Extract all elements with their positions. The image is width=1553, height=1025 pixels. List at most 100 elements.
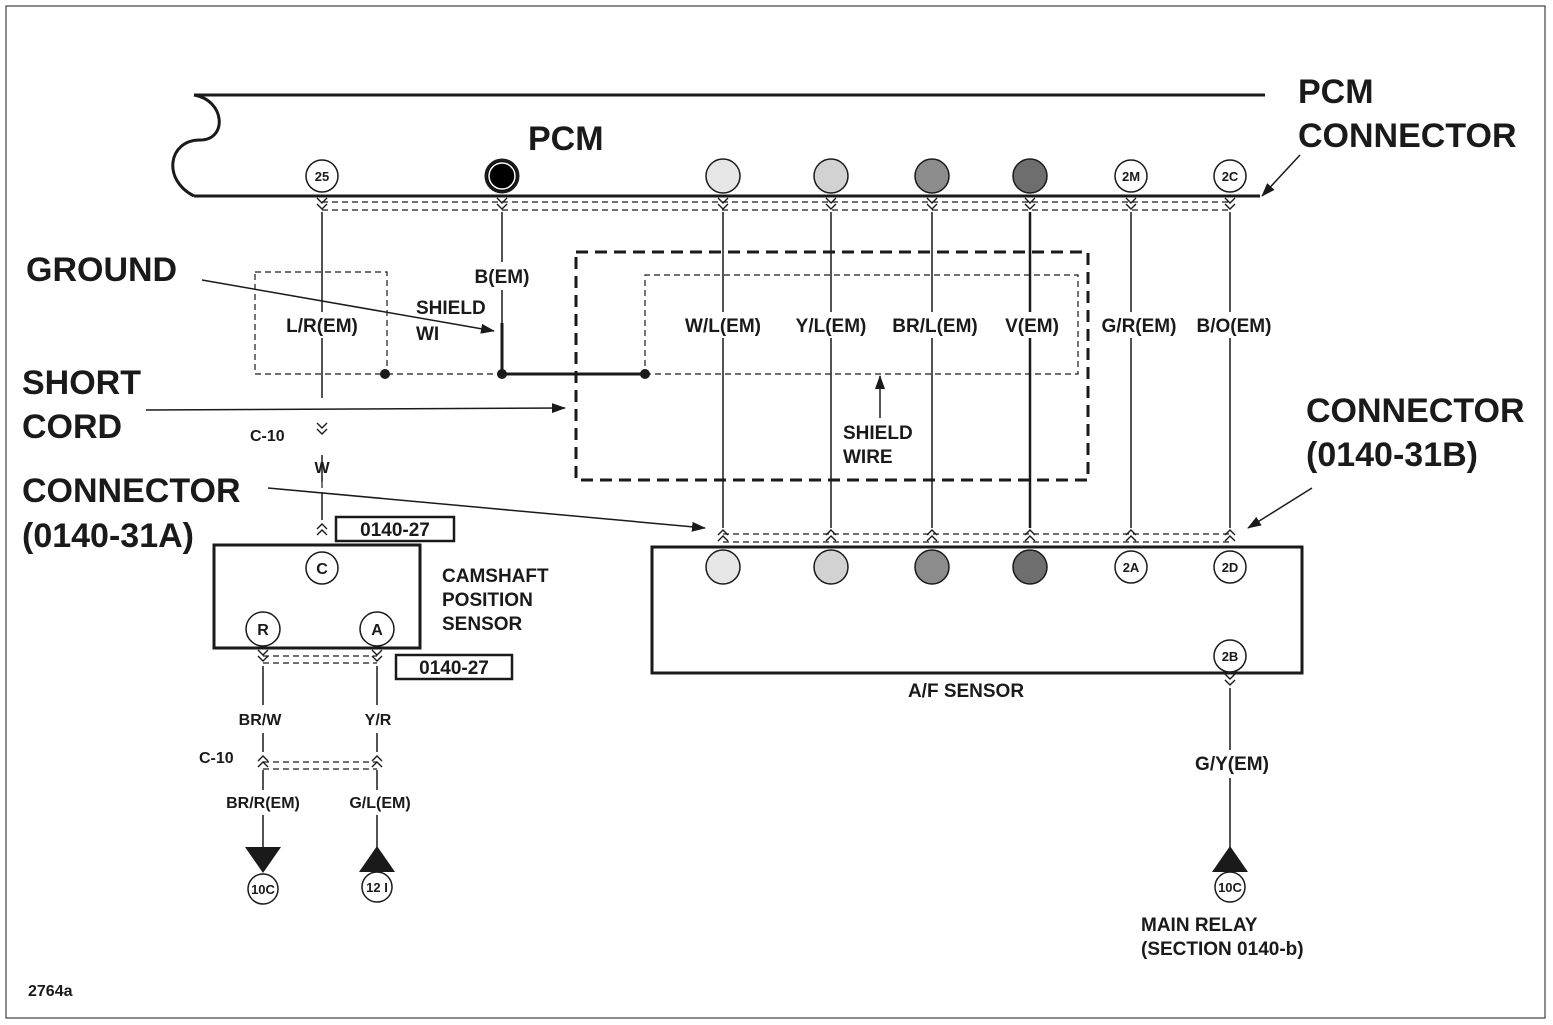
terminal-12i-label: 12 I [366,880,388,895]
main-relay-label-2: (SECTION 0140-b) [1141,939,1304,960]
pcm-label: PCM [528,120,604,158]
af-sensor-box [650,545,1304,675]
af-pin-yl [813,549,849,585]
splice-dot-3 [640,369,650,379]
pcm-pin-brl [914,158,950,194]
chevron-pcm-25 [316,197,328,210]
cmp-pin-c-label: C [316,561,328,578]
chevron-af-v [1024,529,1036,542]
chevron-pcm-wl [717,197,729,210]
chevron-pcm-b [496,197,508,210]
wire-label-bo: B/O(EM) [1197,316,1272,337]
pcm-pin-ground [484,158,520,194]
main-relay-label-1: MAIN RELAY [1141,915,1258,936]
terminal-10c-left-label: 10C [251,882,275,897]
wire-label-brw: BR/W [239,712,283,729]
label-bg-brl [886,312,980,338]
splice-dot-2 [497,369,507,379]
af-sensor-label: A/F SENSOR [908,681,1024,702]
short-cord-label-1: SHORT [22,364,141,402]
cmp-pin-r: R [245,611,281,647]
ref-top-label: 0140-27 [360,520,430,541]
af-pin-brl [914,549,950,585]
wire-label-brr: BR/R(EM) [226,795,300,812]
chevron-af-gr [1125,529,1137,542]
label-bg-lr [283,312,363,338]
label-bg-gr [1094,312,1184,338]
figure-id: 2764a [28,983,73,1000]
wire-label-w: W [314,460,330,477]
wire-label-wl: W/L(EM) [685,316,761,337]
chevron-pcm-bo [1224,197,1236,210]
af-pin-wl [705,549,741,585]
connector-a-arrow [267,487,706,532]
chevron-pcm-brl [926,197,938,210]
shield-wire-partial-2: WI [416,324,439,345]
connector-a-label-1: CONNECTOR [22,472,241,510]
terminal-12i-arrow [359,846,395,872]
chevron-af-brl [926,529,938,542]
short-cord-label-2: CORD [22,408,122,446]
ref-box-top [334,515,456,543]
cmp-lower-bracket [263,655,377,664]
chevron-af-bo [1224,529,1236,542]
pcm-pin-yl [813,158,849,194]
c10-upper-label: C-10 [250,428,285,445]
af-pin-v [1012,549,1048,585]
c10-lower-label: C-10 [199,750,234,767]
chevron-af-wl [717,529,729,542]
af-pin-2d: 2D [1213,550,1247,584]
cmp-pin-r-label: R [257,622,269,639]
label-bg-bo [1190,312,1278,338]
wire-label-yl: Y/L(EM) [796,316,867,337]
pcm-pin-wl [705,158,741,194]
terminal-10c-right-label: 10C [1218,880,1242,895]
shield-region-af [387,274,1079,375]
shield-wire-label-2: WIRE [843,447,893,468]
ref-bottom-label: 0140-27 [419,658,489,679]
af-pin-2b: 2B [1213,639,1247,673]
chevron-cmp-top [316,523,328,536]
pcm-pin-2c-label: 2C [1222,169,1239,184]
terminal-10c-left-arrow [245,847,281,873]
pcm-pin-2c: 2C [1213,159,1247,193]
wire-label-gy: G/Y(EM) [1195,754,1269,775]
pcm-body [171,93,1265,198]
figure-border [5,5,1546,1019]
terminal-10c-right: 10C [1214,871,1246,903]
chevron-af-yl [825,529,837,542]
pcm-pin-ground-ring [488,162,516,190]
shield-wire-label-1: SHIELD [843,423,913,444]
cmp-pin-c: C [305,551,339,585]
c10-lower-bracket [263,761,377,770]
wire-label-lr: L/R(EM) [286,316,358,337]
terminal-10c-left: 10C [247,873,279,905]
ground-arrow [201,279,495,334]
terminal-12i: 12 I [361,871,393,903]
pcm-connector-label-1: PCM [1298,73,1374,111]
pcm-pin-2m: 2M [1114,159,1148,193]
cmp-pin-a-label: A [371,622,383,639]
pcm-pin-25-label: 25 [315,169,329,184]
short-cord-arrow [145,403,566,414]
pcm-pin-2m-label: 2M [1122,169,1140,184]
chevron-pcm-yl [825,197,837,210]
connector-b-label-1: CONNECTOR [1306,392,1525,430]
wire-label-gl: G/L(EM) [349,795,410,812]
af-connector-bracket [723,533,1232,543]
cmp-pin-a: A [359,611,395,647]
short-cord-region [574,250,1090,482]
shield-wire-partial-1: SHIELD [416,298,486,319]
wire-label-brl: BR/L(EM) [892,316,977,337]
label-bg-wl [678,312,768,338]
pcm-connector-bracket [322,201,1232,211]
af-pin-2b-label: 2B [1222,649,1239,664]
connector-b-label-2: (0140-31B) [1306,436,1478,474]
connector-a-label-2: (0140-31A) [22,517,194,555]
chevron-c10-upper [316,422,328,435]
camshaft-label-2: POSITION [442,590,533,611]
wire-label-v: V(EM) [1005,316,1059,337]
chevron-pcm-gr [1125,197,1137,210]
af-pin-2d-label: 2D [1222,560,1239,575]
